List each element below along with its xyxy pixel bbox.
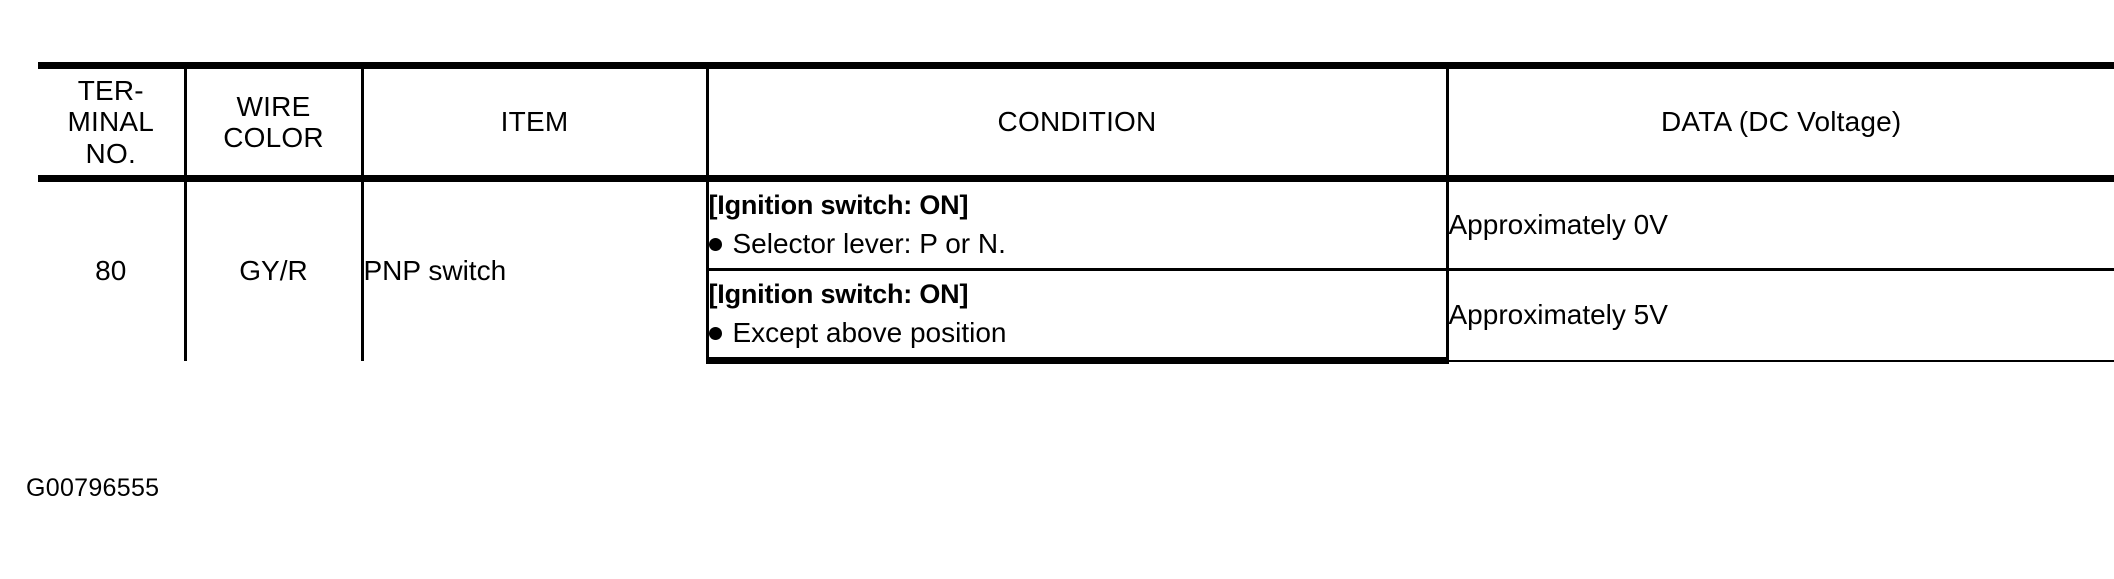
column-header-item: ITEM: [362, 62, 709, 182]
column-header-terminal-no: TER- MINAL NO.: [38, 62, 187, 182]
table-row: [Ignition switch: ON] Except above posit…: [38, 269, 2114, 364]
cell-item: PNP switch: [362, 178, 709, 361]
condition-1-title: [Ignition switch: ON]: [708, 190, 969, 220]
figure-id-caption: G00796555: [26, 474, 160, 502]
terminal-spec-table: TER- MINAL NO. WIRE COLOR ITEM CONDITION…: [38, 62, 2114, 364]
cell-condition-2: [Ignition switch: ON] Except above posit…: [707, 269, 1449, 364]
condition-2-bullet: Except above position: [708, 317, 1446, 349]
cell-wire-color: GY/R: [185, 178, 364, 361]
column-header-wire-color-line-2: COLOR: [223, 122, 324, 153]
column-header-terminal-no-line-2: MINAL: [67, 106, 155, 138]
table-row: 80 GY/R PNP switch [Ignition switch: ON]…: [38, 178, 2114, 361]
cell-data-1: Approximately 0V: [1447, 178, 2114, 271]
cell-condition-1: [Ignition switch: ON] Selector lever: P …: [707, 178, 1449, 271]
column-header-terminal-no-line-1: TER-: [77, 74, 144, 106]
table-body: 80 GY/R PNP switch [Ignition switch: ON]…: [38, 178, 2114, 364]
condition-2-bullet-text: Except above position: [732, 317, 1007, 348]
column-header-item-label: ITEM: [500, 106, 569, 138]
condition-1-bullet-text: Selector lever: P or N.: [732, 228, 1006, 259]
column-header-condition: CONDITION: [707, 62, 1449, 182]
condition-1-bullet: Selector lever: P or N.: [708, 228, 1446, 260]
cell-data-2: Approximately 5V: [1447, 269, 2114, 362]
table-header-row: TER- MINAL NO. WIRE COLOR ITEM CONDITION…: [38, 62, 2114, 182]
cell-terminal-no: 80: [38, 178, 187, 361]
column-header-data: DATA (DC Voltage): [1447, 62, 2114, 182]
bullet-dot-icon: [708, 238, 722, 251]
column-header-terminal-no-line-3: NO.: [85, 137, 136, 169]
bullet-dot-icon: [708, 327, 722, 340]
table-header: TER- MINAL NO. WIRE COLOR ITEM CONDITION…: [38, 62, 2114, 182]
column-header-condition-label: CONDITION: [997, 106, 1157, 138]
column-header-data-label: DATA (DC Voltage): [1661, 106, 1902, 138]
condition-2-title: [Ignition switch: ON]: [708, 279, 969, 309]
column-header-wire-color-line-1: WIRE: [236, 90, 311, 122]
column-header-wire-color: WIRE COLOR: [185, 62, 364, 182]
